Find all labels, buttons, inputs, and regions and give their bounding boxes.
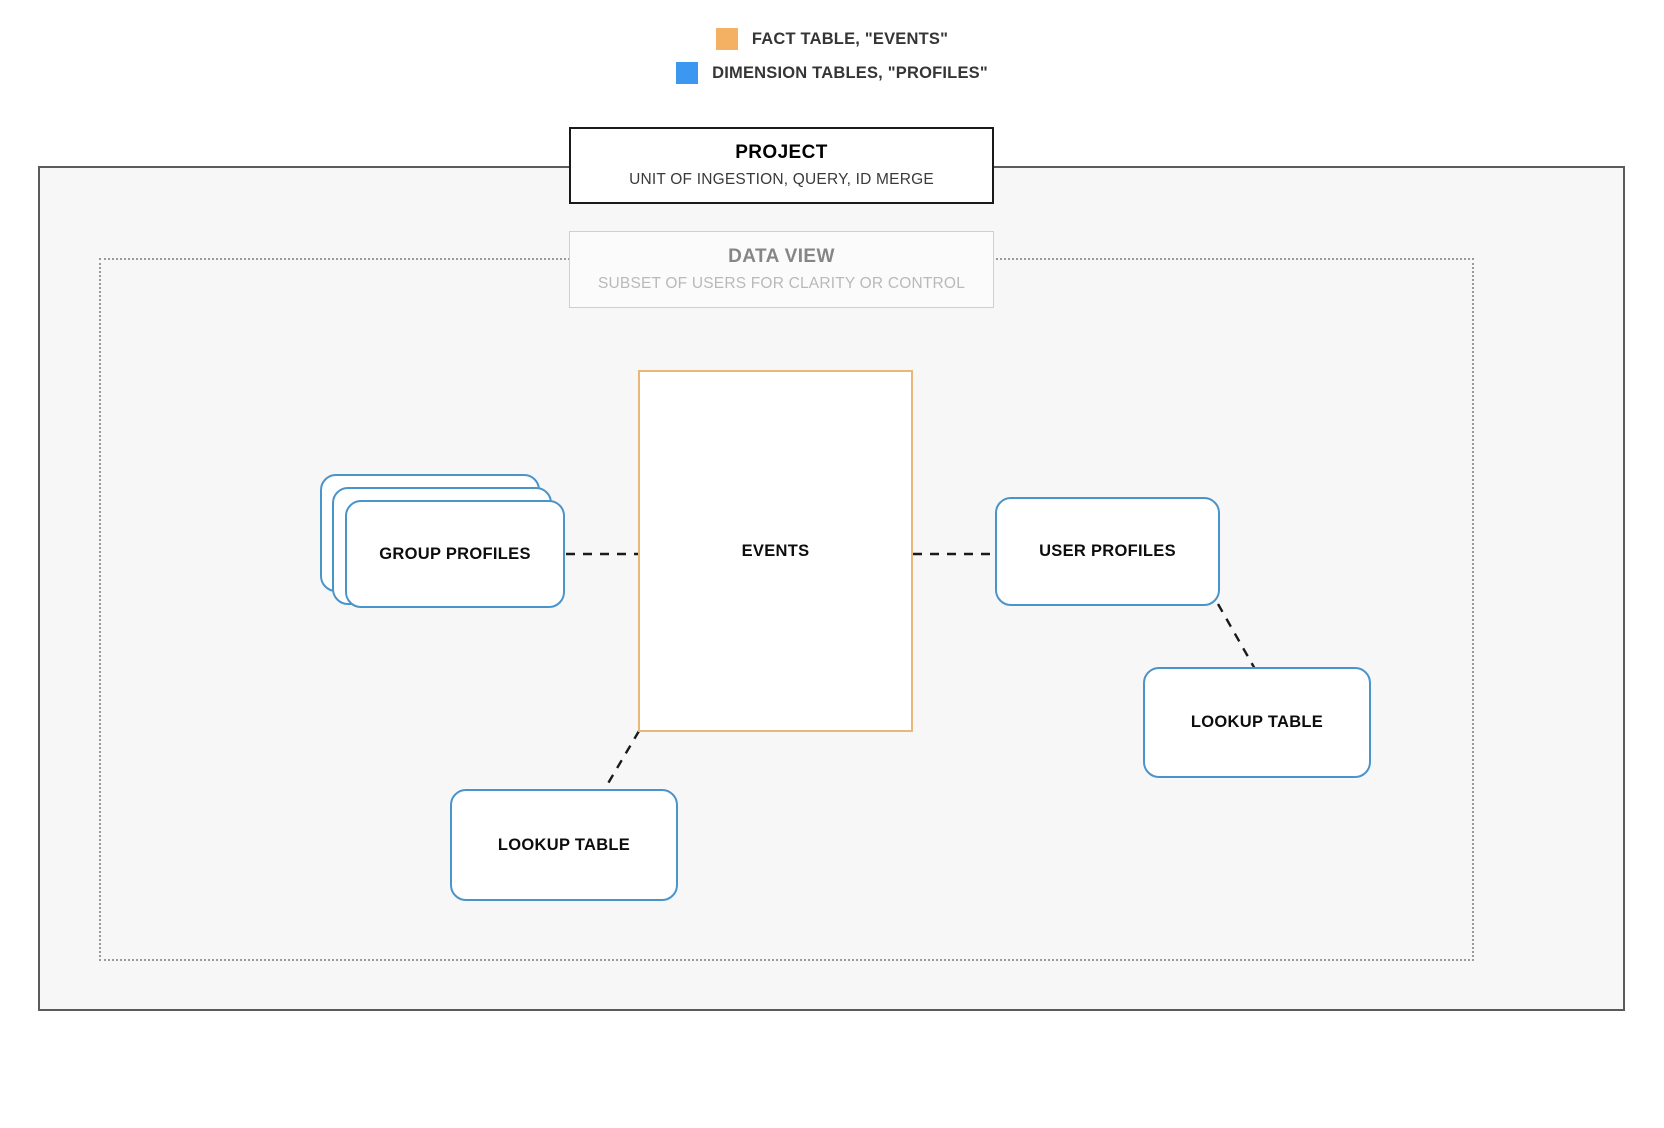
node-lookup-table-right-label: LOOKUP TABLE <box>1190 713 1324 731</box>
node-group-profiles[interactable]: GROUP PROFILES <box>345 500 565 608</box>
node-user-profiles[interactable]: USER PROFILES <box>995 497 1220 606</box>
legend-item-dimension-tables: DIMENSION TABLES, "PROFILES" <box>0 62 1664 84</box>
node-lookup-table-left-label: LOOKUP TABLE <box>497 835 631 854</box>
project-title: PROJECT <box>735 142 828 163</box>
node-lookup-table-left[interactable]: LOOKUP TABLE <box>450 789 678 901</box>
node-group-profiles-label: GROUP PROFILES <box>379 544 531 563</box>
legend: FACT TABLE, "EVENTS" DIMENSION TABLES, "… <box>0 28 1664 96</box>
square-swatch-icon <box>676 62 699 84</box>
legend-item-label: FACT TABLE, "EVENTS" <box>751 29 949 48</box>
project-subtitle: UNIT OF INGESTION, QUERY, ID MERGE <box>629 171 934 188</box>
node-user-profiles-label: USER PROFILES <box>1039 542 1176 560</box>
data-view-callout: DATA VIEW SUBSET OF USERS FOR CLARITY OR… <box>569 231 994 308</box>
data-view-subtitle: SUBSET OF USERS FOR CLARITY OR CONTROL <box>597 275 966 292</box>
square-swatch-icon <box>715 28 738 50</box>
legend-item-fact-table: FACT TABLE, "EVENTS" <box>0 28 1664 50</box>
node-events-label: EVENTS <box>741 541 810 560</box>
project-callout: PROJECT UNIT OF INGESTION, QUERY, ID MER… <box>569 127 994 204</box>
legend-item-label: DIMENSION TABLES, "PROFILES" <box>712 63 988 82</box>
node-events[interactable]: EVENTS <box>638 370 913 732</box>
data-view-title: DATA VIEW <box>728 246 835 267</box>
node-lookup-table-right[interactable]: LOOKUP TABLE <box>1143 667 1371 778</box>
